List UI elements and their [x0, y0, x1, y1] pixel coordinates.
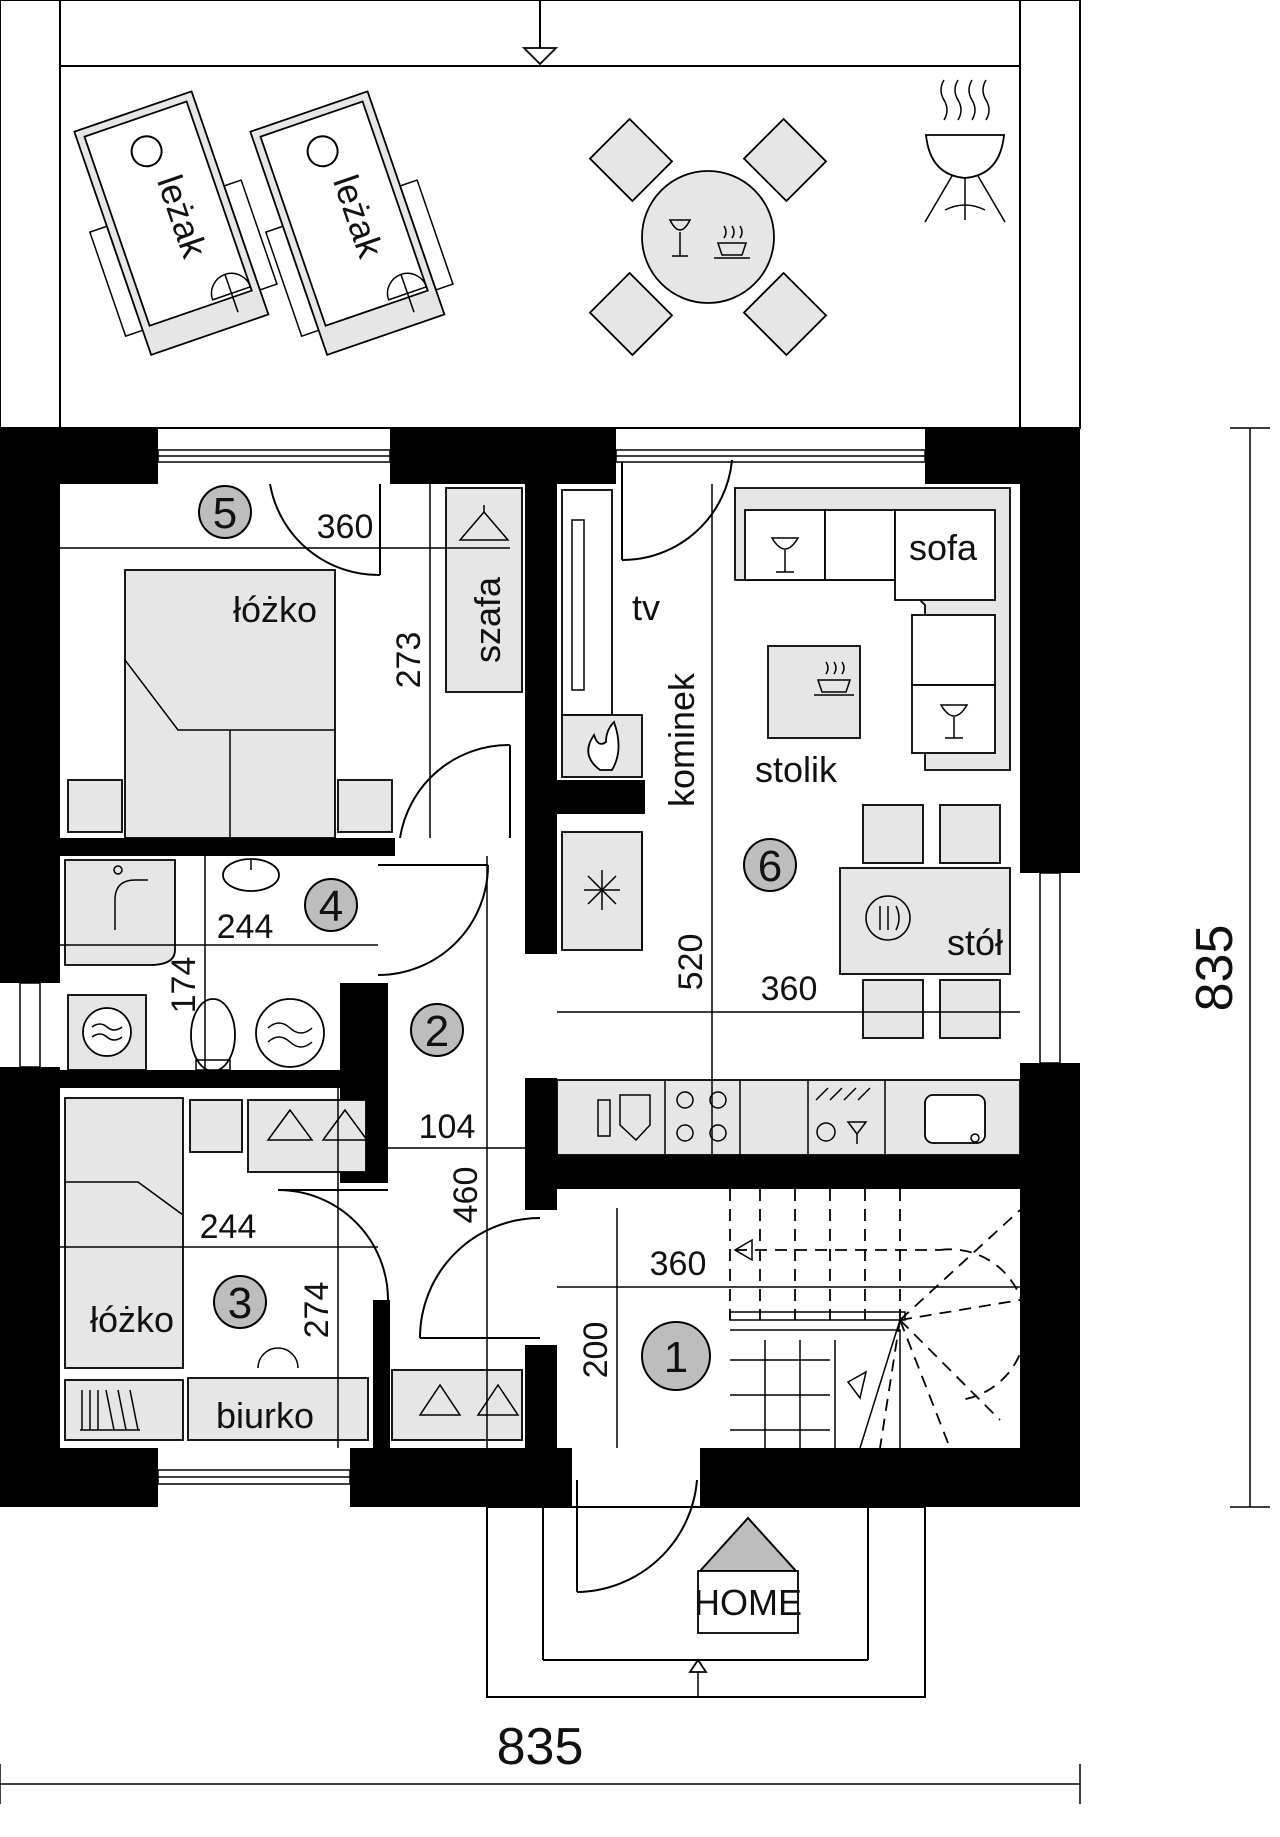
- room-number-2: 2: [425, 1007, 449, 1056]
- sun-lounger-1: leżak: [73, 90, 278, 357]
- dim-274: 274: [298, 1282, 336, 1339]
- sofa: sofa: [734, 487, 1011, 771]
- dimensions: 360 273 244 174 104 460 244 274 360 520 …: [0, 427, 1270, 1804]
- hanger-icon: [458, 505, 510, 541]
- home-label: HOME: [694, 1582, 802, 1623]
- staircase: [729, 1189, 1027, 1449]
- dim-360-hall: 360: [650, 1245, 707, 1283]
- dim-244-bath: 244: [217, 908, 274, 946]
- stove-icon: [676, 1091, 727, 1142]
- room-number-3: 3: [228, 1279, 252, 1328]
- living-room-6: tv kominek sofa: [561, 459, 1011, 1039]
- desk-label: biurko: [216, 1395, 314, 1436]
- coffee-cup-icon: [814, 661, 854, 696]
- heater-icon: [255, 998, 325, 1068]
- dim-360-bedroom: 360: [317, 508, 374, 546]
- wine-glass-icon: [939, 704, 969, 739]
- tv-label: tv: [632, 587, 660, 628]
- terrace-entry-arrow-icon: [521, 0, 559, 66]
- washing-machine-icon: [67, 994, 147, 1071]
- dim-273: 273: [390, 632, 428, 689]
- windows: [19, 449, 1061, 1485]
- wine-glass-icon: [668, 219, 692, 257]
- dim-total-height: 835: [1186, 925, 1244, 1012]
- hanger-icon: [418, 1383, 520, 1416]
- garden-table: [588, 117, 828, 357]
- coffee-cup-icon: [714, 225, 750, 259]
- dim-200: 200: [577, 1322, 615, 1379]
- hanger-icon: [266, 1108, 369, 1141]
- room-number-5: 5: [213, 489, 237, 538]
- room-number-1: 1: [664, 1333, 688, 1382]
- entry-arrow-icon: [688, 1658, 708, 1697]
- dim-244-room3: 244: [200, 1208, 257, 1246]
- hall-1: 1: [641, 1189, 1027, 1449]
- snowflake-icon: [584, 870, 620, 910]
- coffee-table-label: stolik: [755, 749, 838, 790]
- bed-label: łóżko: [90, 1299, 174, 1340]
- dishwasher-icon: [815, 1087, 871, 1144]
- dim-520: 520: [672, 934, 710, 991]
- dim-174: 174: [165, 957, 203, 1014]
- sink-icon: [924, 1094, 986, 1144]
- bathroom-4: 4: [64, 858, 489, 1072]
- room-3: biurko łóżko 3: [64, 1097, 389, 1441]
- dining-table-label: stół: [947, 922, 1003, 963]
- fireplace-label: kominek: [661, 672, 702, 807]
- room-number-6: 6: [758, 842, 782, 891]
- corridor-2: 2: [391, 1003, 541, 1441]
- flame-icon: [587, 720, 620, 771]
- beach-umbrella-icon: [386, 272, 428, 313]
- wardrobe-label: szafa: [467, 576, 508, 663]
- terrace: leżak leżak: [0, 0, 1081, 429]
- bottle-icon: [597, 1094, 651, 1142]
- entrance: HOME: [486, 1479, 926, 1698]
- home-sign: HOME: [694, 1516, 802, 1634]
- dim-460: 460: [447, 1167, 485, 1224]
- beach-umbrella-icon: [210, 272, 252, 313]
- wine-glass-icon: [770, 537, 800, 573]
- room-number-4: 4: [319, 882, 343, 931]
- grill-icon: [924, 79, 1006, 223]
- bedroom-5: łóżko szafa 5: [67, 483, 523, 839]
- dim-360-living: 360: [761, 970, 818, 1008]
- kitchen-counter: [556, 1079, 1021, 1156]
- bed-label: łóżko: [233, 589, 317, 630]
- cutlery-icon: [865, 895, 911, 941]
- stairs-arrow-icon: [733, 1238, 868, 1400]
- sofa-label: sofa: [909, 527, 978, 568]
- sun-lounger-2: leżak: [249, 90, 454, 357]
- dim-total-width: 835: [497, 1718, 584, 1776]
- dim-104: 104: [419, 1108, 476, 1146]
- walls: [0, 428, 1080, 1507]
- toilet-icon: [190, 998, 236, 1072]
- books-icon: [80, 1389, 140, 1431]
